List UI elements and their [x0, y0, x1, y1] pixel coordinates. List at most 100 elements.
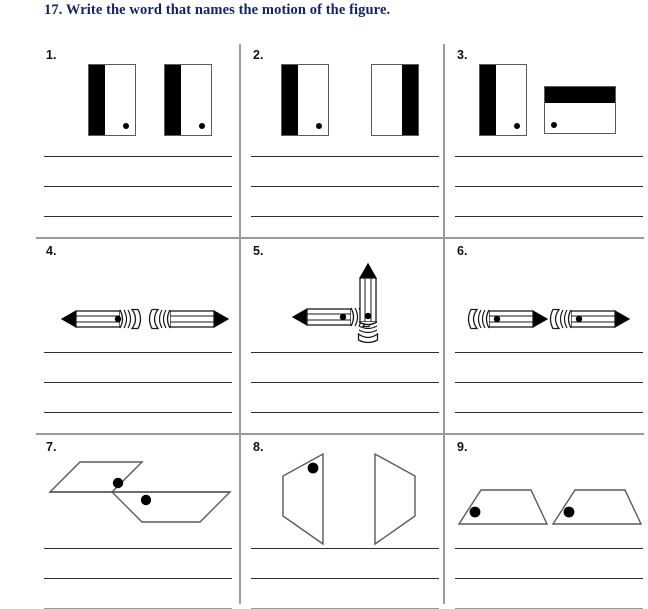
- answer-line[interactable]: [455, 186, 643, 187]
- rectangle-image: [164, 64, 212, 136]
- answer-line[interactable]: [44, 216, 232, 217]
- orientation-dot: [575, 315, 583, 323]
- orientation-dot: [316, 123, 322, 129]
- answer-line[interactable]: [251, 352, 439, 353]
- orientation-dot: [339, 313, 347, 321]
- orientation-dot: [493, 315, 501, 323]
- answer-lines: [455, 156, 643, 246]
- answer-line[interactable]: [455, 156, 643, 157]
- figure-6: [447, 254, 648, 352]
- answer-lines: [44, 156, 232, 246]
- pencil-pointing-left: [60, 308, 142, 330]
- figure-2: [243, 58, 446, 156]
- problem-item-3: 3.: [447, 44, 648, 240]
- orientation-dot: [114, 315, 122, 323]
- grid-divider-horizontal-2: [36, 433, 644, 435]
- answer-line[interactable]: [44, 578, 232, 579]
- grid-divider-vertical-1: [239, 44, 241, 604]
- answer-line[interactable]: [251, 382, 439, 383]
- orientation-dot: [551, 122, 557, 128]
- figure-4: [36, 254, 239, 352]
- answer-line[interactable]: [455, 548, 643, 549]
- answer-lines: [251, 352, 439, 442]
- answer-line[interactable]: [44, 412, 232, 413]
- black-band-top: [545, 87, 615, 103]
- answer-line[interactable]: [251, 186, 439, 187]
- problem-item-5: 5.: [243, 240, 446, 436]
- answer-line[interactable]: [44, 382, 232, 383]
- rectangle-image: [371, 64, 419, 136]
- answer-line[interactable]: [455, 382, 643, 383]
- figure-9: [447, 450, 648, 548]
- rectangle-preimage: [88, 64, 136, 136]
- item-number: 2.: [253, 48, 264, 62]
- item-number: 3.: [457, 48, 468, 62]
- black-band-left: [480, 65, 496, 135]
- quadrilateral-preimage: [282, 452, 324, 546]
- parallelogram-preimage: [48, 461, 144, 493]
- figure-8: [243, 450, 446, 548]
- quadrilateral-image: [374, 452, 416, 546]
- answer-lines: [251, 156, 439, 246]
- problem-item-8: 8.: [243, 436, 446, 609]
- orientation-dot: [123, 123, 129, 129]
- item-number: 6.: [457, 244, 468, 258]
- figure-1: [36, 58, 239, 156]
- quadrilateral-pair: [282, 452, 416, 546]
- item-number: 4.: [46, 244, 57, 258]
- item-number: 7.: [46, 440, 57, 454]
- orientation-dot: [199, 123, 205, 129]
- problem-item-7: 7.: [36, 436, 239, 609]
- rectangle-image: [544, 86, 616, 134]
- orientation-dot: [307, 462, 319, 474]
- orientation-dot: [140, 494, 152, 506]
- item-number: 9.: [457, 440, 468, 454]
- black-band-left: [165, 65, 181, 135]
- answer-lines: [44, 352, 232, 442]
- problem-item-2: 2.: [243, 44, 446, 240]
- black-band-left: [89, 65, 105, 135]
- answer-line[interactable]: [44, 186, 232, 187]
- problem-item-1: 1.: [36, 44, 239, 240]
- answer-line[interactable]: [455, 352, 643, 353]
- problem-item-6: 6.: [447, 240, 648, 436]
- answer-line[interactable]: [455, 216, 643, 217]
- rectangle-preimage: [281, 64, 329, 136]
- parallelogram-image-part: [110, 491, 232, 523]
- grid-divider-vertical-2: [443, 44, 445, 604]
- answer-line[interactable]: [251, 412, 439, 413]
- answer-lines: [44, 548, 232, 609]
- answer-line[interactable]: [44, 548, 232, 549]
- rectangle-preimage: [479, 64, 527, 136]
- trapezoid-pair: [457, 489, 643, 525]
- item-number: 5.: [253, 244, 264, 258]
- black-band-left: [282, 65, 298, 135]
- problem-grid: 1. 2.: [36, 44, 644, 609]
- answer-line[interactable]: [251, 216, 439, 217]
- answer-line[interactable]: [455, 578, 643, 579]
- answer-lines: [455, 548, 643, 609]
- problem-item-4: 4.: [36, 240, 239, 436]
- orientation-dot: [514, 123, 520, 129]
- pencil-pointing-right: [467, 308, 549, 330]
- answer-line[interactable]: [455, 412, 643, 413]
- pencil-pointing-right: [549, 308, 631, 330]
- item-number: 1.: [46, 48, 57, 62]
- answer-lines: [455, 352, 643, 442]
- pencil-pointing-up: [357, 262, 379, 344]
- answer-line[interactable]: [251, 548, 439, 549]
- figure-3: [447, 58, 648, 156]
- figure-5: [243, 254, 446, 352]
- answer-line[interactable]: [44, 156, 232, 157]
- orientation-dot: [112, 477, 124, 489]
- figure-7: [36, 450, 239, 548]
- pencil-pointing-right: [148, 308, 230, 330]
- answer-line[interactable]: [44, 352, 232, 353]
- trapezoid-preimage: [457, 489, 549, 525]
- orientation-dot: [563, 506, 575, 518]
- answer-line[interactable]: [251, 578, 439, 579]
- trapezoid-image: [551, 489, 643, 525]
- black-band-right: [402, 65, 418, 135]
- answer-line[interactable]: [251, 156, 439, 157]
